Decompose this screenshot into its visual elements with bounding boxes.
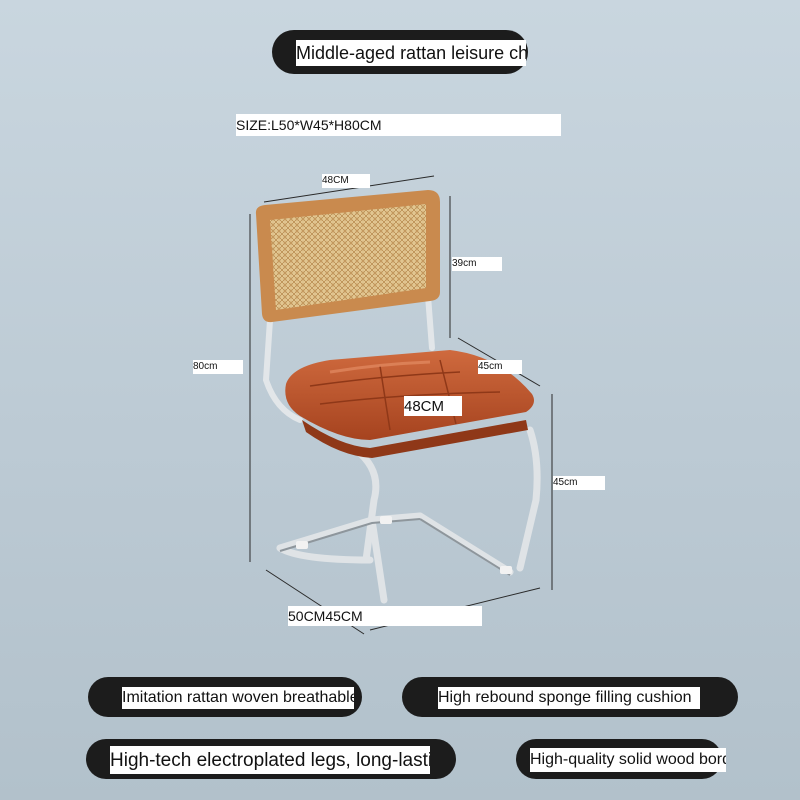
- back-uprights: [262, 293, 435, 423]
- dim-seat-height: 45cm: [553, 476, 605, 490]
- size-spec: SIZE:L50*W45*H80CM: [236, 114, 561, 136]
- foot-caps: [296, 516, 512, 574]
- dim-seat-depth: 45cm: [478, 360, 522, 374]
- dim-backrest-width: 48CM: [322, 174, 370, 188]
- chrome-shadow: [279, 518, 511, 576]
- feature-border: High-quality solid wood border: [530, 748, 726, 772]
- feature-legs: High-tech electroplated legs, long-lasti…: [110, 746, 430, 774]
- feature-backrest: Imitation rattan woven breathable backre…: [122, 687, 354, 709]
- feature-cushion: High rebound sponge filling cushion: [438, 687, 700, 709]
- product-title: Middle-aged rattan leisure chair: [296, 40, 526, 66]
- dim-total-height: 80cm: [193, 360, 243, 374]
- dim-seat-width: 48CM: [404, 396, 462, 416]
- chrome-base: [276, 426, 541, 604]
- dim-base: 50CM45CM: [288, 606, 482, 626]
- backrest: [255, 190, 440, 323]
- dim-backrest-height: 39cm: [452, 257, 502, 271]
